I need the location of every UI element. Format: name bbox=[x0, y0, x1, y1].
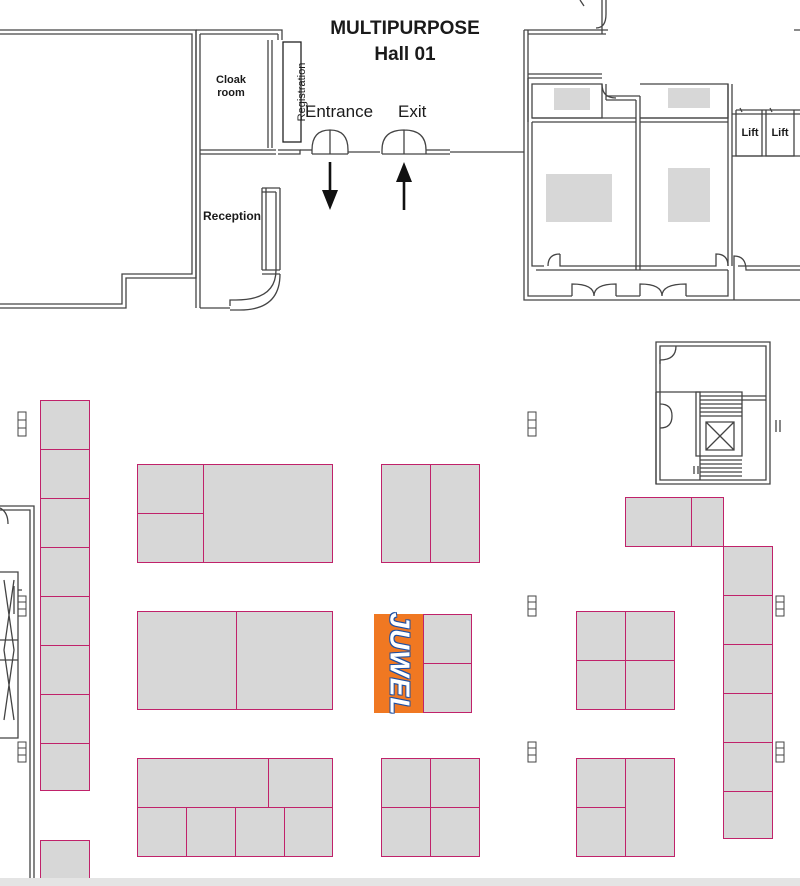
booth[interactable] bbox=[381, 758, 431, 808]
entrance-door bbox=[311, 129, 380, 155]
reception-label: Reception bbox=[202, 209, 261, 223]
booth[interactable] bbox=[203, 464, 333, 563]
booth[interactable] bbox=[430, 758, 480, 808]
booth[interactable] bbox=[576, 807, 626, 857]
booth[interactable] bbox=[40, 743, 90, 791]
left-hall-walls bbox=[0, 29, 197, 309]
right-building-walls bbox=[523, 0, 800, 301]
right-block-fills bbox=[546, 88, 710, 222]
booth[interactable] bbox=[268, 758, 333, 808]
column-markers bbox=[17, 411, 785, 763]
booth[interactable] bbox=[137, 758, 269, 808]
cloak-room-label-line1: Cloak bbox=[216, 74, 246, 86]
hall-title: MULTIPURPOSE Hall 01 bbox=[300, 16, 510, 68]
booth[interactable] bbox=[137, 464, 204, 514]
stair-core bbox=[655, 341, 781, 485]
booth[interactable] bbox=[576, 611, 626, 661]
booth[interactable] bbox=[576, 758, 626, 808]
exit-door bbox=[381, 129, 524, 155]
booth[interactable] bbox=[137, 807, 187, 857]
booth[interactable] bbox=[423, 663, 472, 713]
booth[interactable] bbox=[625, 497, 692, 547]
booth[interactable] bbox=[137, 513, 204, 563]
booth[interactable] bbox=[40, 547, 90, 597]
exit-arrow bbox=[396, 162, 412, 210]
booth[interactable] bbox=[430, 807, 480, 857]
booth[interactable] bbox=[723, 644, 773, 694]
booth[interactable] bbox=[430, 464, 480, 563]
cloak-room-label: Cloak room bbox=[210, 74, 252, 100]
left-escalator bbox=[0, 505, 35, 886]
registration-desk bbox=[282, 41, 302, 143]
booth[interactable] bbox=[40, 596, 90, 646]
hall-title-line2: Hall 01 bbox=[374, 44, 436, 65]
booth[interactable] bbox=[40, 694, 90, 744]
booth[interactable] bbox=[40, 645, 90, 695]
booth[interactable] bbox=[723, 742, 773, 792]
hall-title-line1: MULTIPURPOSE bbox=[330, 18, 480, 39]
booth[interactable] bbox=[723, 546, 773, 596]
booth[interactable] bbox=[576, 660, 626, 710]
booth[interactable] bbox=[723, 595, 773, 645]
registration-label: Registration bbox=[296, 62, 308, 122]
cloak-reception-walls bbox=[195, 29, 312, 311]
booth[interactable] bbox=[381, 464, 431, 563]
booth[interactable] bbox=[723, 693, 773, 743]
exhibitor-logo-juwel[interactable]: JUWEL bbox=[374, 612, 424, 715]
entrance-arrow bbox=[322, 162, 338, 210]
booth[interactable] bbox=[236, 611, 333, 710]
bottom-scroll-strip bbox=[0, 878, 800, 886]
booth[interactable] bbox=[381, 807, 431, 857]
booth[interactable] bbox=[40, 498, 90, 548]
exit-label: Exit bbox=[398, 102, 427, 121]
exhibitor-logo-text: JUWEL bbox=[384, 612, 415, 715]
booth[interactable] bbox=[284, 807, 333, 857]
booth[interactable] bbox=[137, 611, 237, 710]
entrance-label: Entrance bbox=[305, 102, 374, 121]
booth[interactable] bbox=[40, 400, 90, 450]
booth[interactable] bbox=[723, 791, 773, 839]
booth[interactable] bbox=[691, 497, 724, 547]
booth[interactable] bbox=[423, 614, 472, 664]
booth[interactable] bbox=[186, 807, 236, 857]
booth[interactable] bbox=[40, 449, 90, 499]
lift-label-2: Lift bbox=[771, 127, 789, 139]
booth[interactable] bbox=[625, 660, 675, 710]
cloak-room-label-line2: room bbox=[217, 87, 245, 99]
lift-label-1: Lift bbox=[741, 127, 759, 139]
booth[interactable] bbox=[625, 611, 675, 661]
booth[interactable] bbox=[235, 807, 285, 857]
booth[interactable] bbox=[625, 758, 675, 857]
